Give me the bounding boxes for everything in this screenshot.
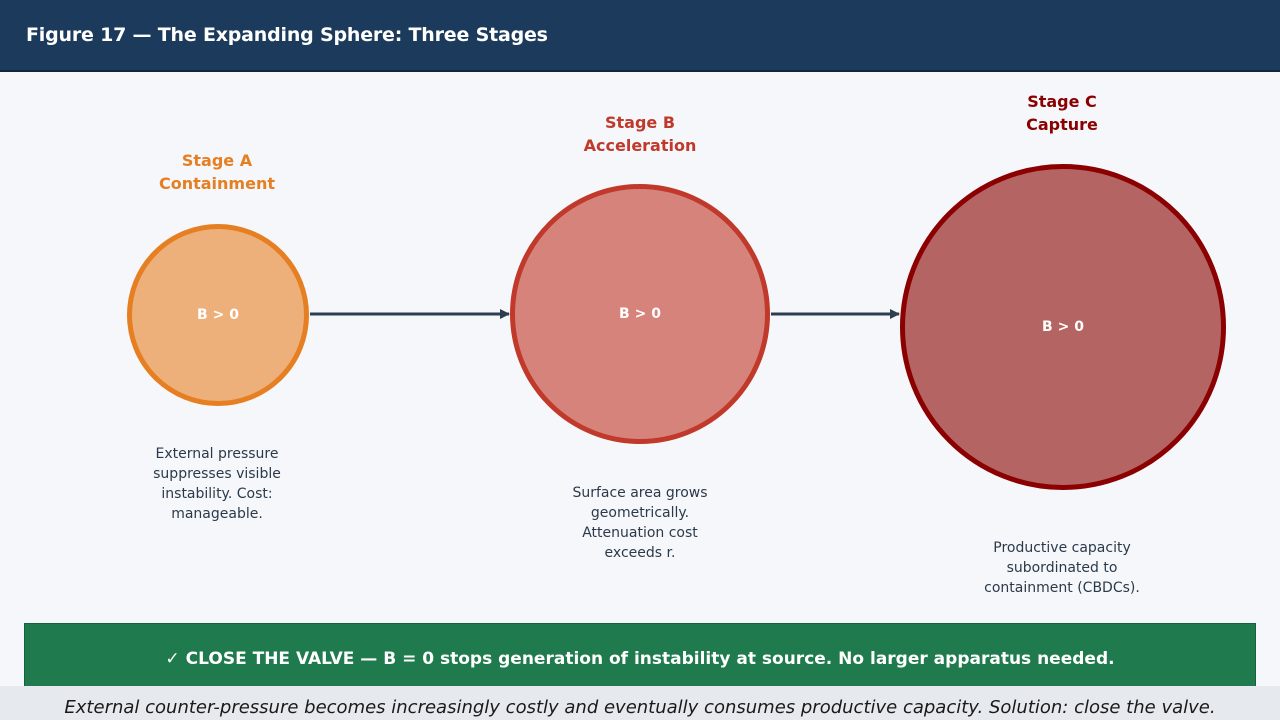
stage-b-desc-line: Attenuation cost <box>582 525 698 541</box>
check-icon: ✓ <box>165 649 180 669</box>
stage-c-description: Productive capacity subordinated to cont… <box>962 538 1162 598</box>
banner-text: CLOSE THE VALVE — B = 0 stops generation… <box>185 649 1115 669</box>
stage-c-circle-label: B > 0 <box>1042 319 1084 335</box>
stage-a-desc-line: suppresses visible <box>153 466 281 482</box>
stage-b-circle-label: B > 0 <box>619 306 661 322</box>
stage-b-desc-line: geometrically. <box>590 505 690 521</box>
stage-a-title: Stage A Containment <box>97 149 337 195</box>
close-valve-banner: ✓ CLOSE THE VALVE — B = 0 stops generati… <box>24 623 1256 695</box>
stage-b-circle: B > 0 <box>510 184 770 444</box>
stage-a-desc-line: manageable. <box>171 506 263 522</box>
stage-c-subtitle: Capture <box>1026 115 1098 134</box>
stage-a-desc-line: External pressure <box>155 446 279 462</box>
stage-a-circle-label: B > 0 <box>197 307 239 323</box>
stage-a-circle: B > 0 <box>127 224 309 406</box>
stage-c-desc-line: containment (CBDCs). <box>984 580 1140 596</box>
stage-c-circle: B > 0 <box>900 164 1226 490</box>
stage-a-desc-line: instability. Cost: <box>161 486 273 502</box>
footer-bar <box>0 686 1280 720</box>
stage-a-subtitle: Containment <box>158 174 275 193</box>
stage-a-name: Stage A <box>181 151 253 170</box>
stage-b-desc-line: exceeds r. <box>604 545 676 561</box>
stage-c-name: Stage C <box>1027 92 1097 111</box>
stage-b-name: Stage B <box>604 113 676 132</box>
header-bar: Figure 17 — The Expanding Sphere: Three … <box>0 0 1280 72</box>
stage-b-subtitle: Acceleration <box>583 136 697 155</box>
stage-b-description: Surface area grows geometrically. Attenu… <box>540 483 740 563</box>
stage-c-title: Stage C Capture <box>942 90 1182 136</box>
stage-b-title: Stage B Acceleration <box>520 111 760 157</box>
stage-b-desc-line: Surface area grows <box>572 485 708 501</box>
figure-caption: External counter-pressure becomes increa… <box>64 697 1216 718</box>
stage-a-description: External pressure suppresses visible ins… <box>117 444 317 524</box>
stage-c-desc-line: subordinated to <box>1006 560 1118 576</box>
figure-title: Figure 17 — The Expanding Sphere: Three … <box>26 24 548 46</box>
stage-c-desc-line: Productive capacity <box>993 540 1131 556</box>
